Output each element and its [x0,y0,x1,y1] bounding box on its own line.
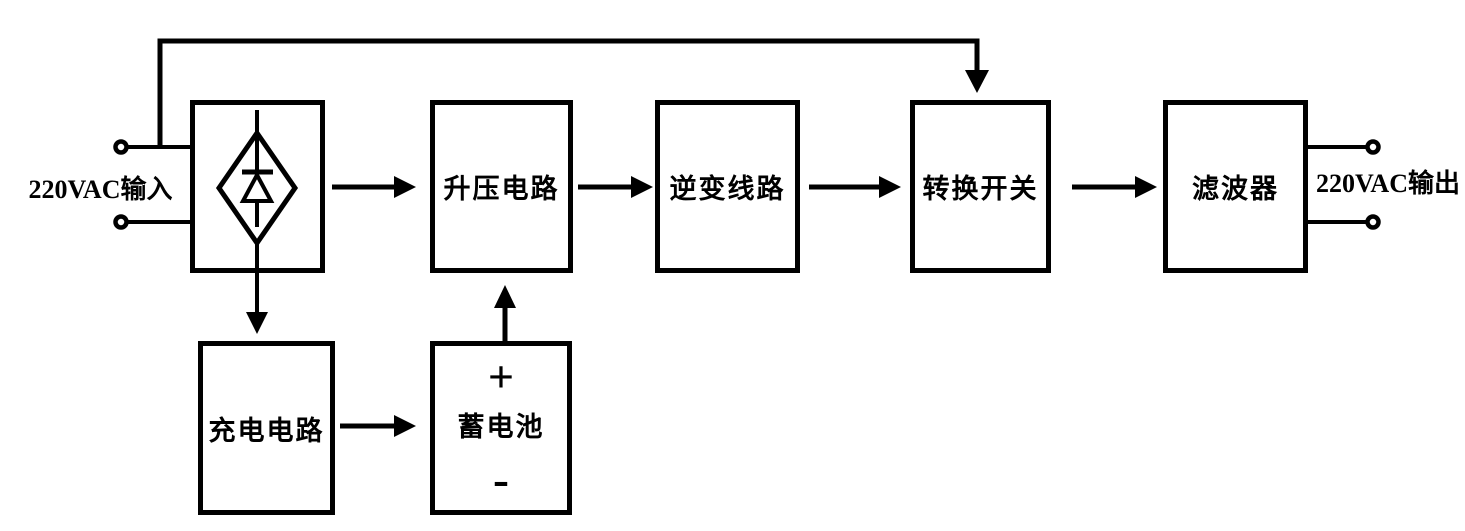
bypass-arrowhead [965,70,989,93]
transfer-switch-label: 转换开关 [922,174,1039,204]
diode-bridge-icon [215,110,299,248]
filter-block: 滤波器 [1163,100,1308,273]
arrow-rectifier-to-charger [246,244,268,334]
transfer-switch-block: 转换开关 [910,100,1051,273]
filter-label: 滤波器 [1192,174,1279,204]
rectifier-block [190,100,325,273]
battery-minus-sign: - [493,453,509,506]
arrow-transfer-to-filter [1072,176,1157,198]
inverter-circuit-label: 逆变线路 [669,174,786,204]
boost-circuit-label: 升压电路 [443,174,560,204]
input-terminal-bottom [113,214,129,230]
battery-plus-sign: + [487,351,515,402]
arrow-charger-to-battery [340,415,416,437]
arrow-rectifier-to-boost [332,176,416,198]
battery-block: + 蓄电池 - [430,341,572,515]
input-terminal-top [113,139,129,155]
battery-block-content: + 蓄电池 - [435,346,567,510]
battery-label: 蓄电池 [457,412,545,442]
arrow-inverter-to-transfer [809,176,901,198]
arrow-battery-to-boost [494,285,516,341]
inverter-circuit-block: 逆变线路 [655,100,800,273]
boost-circuit-block: 升压电路 [430,100,573,273]
input-voltage-label: 220VAC输入 [28,175,173,204]
bypass-line [157,38,980,147]
charger-circuit-label: 充电电路 [208,415,325,446]
charger-circuit-block: 充电电路 [198,341,335,515]
output-voltage-label: 220VAC输出 [1316,169,1460,198]
output-terminal-bottom [1365,214,1381,230]
output-terminal-top [1365,139,1381,155]
arrow-boost-to-inverter [578,176,653,198]
